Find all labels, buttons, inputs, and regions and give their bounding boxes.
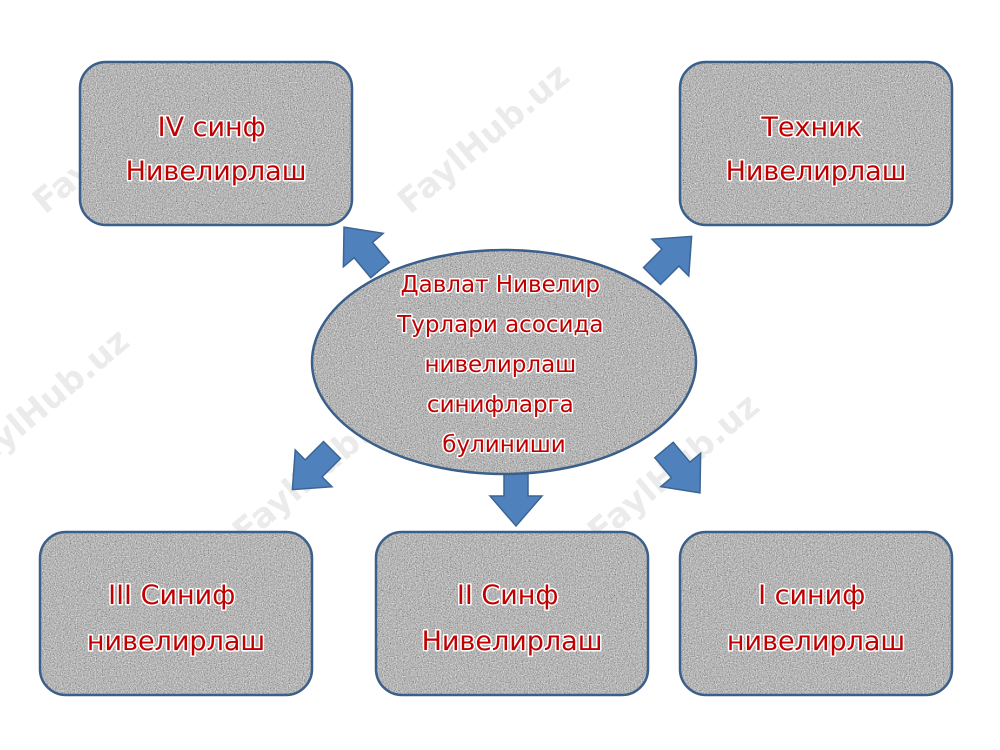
node-class2: II Синф Нивелирлаш: [374, 530, 650, 697]
node-class2-label: II Синф Нивелирлаш: [422, 580, 603, 657]
center-line: нивелирлаш: [424, 352, 576, 378]
node-class3-label: III Синиф нивелирлаш: [87, 580, 265, 657]
center-line: булиниши: [442, 432, 565, 458]
node-line: II Синф: [457, 580, 559, 611]
node-line: Нивелирлаш: [726, 156, 907, 187]
node-line: Нивелирлаш: [126, 156, 307, 187]
node-line: III Синиф: [108, 580, 235, 611]
arrows: [291, 226, 702, 528]
node-line: Нивелирлаш: [422, 626, 603, 657]
center-line: Давлат Нивелир: [401, 272, 600, 298]
node-class4-label: IV синф Нивелирлаш: [126, 112, 307, 187]
center-node-label: Давлат Нивелир Турлари асосида нивелирла…: [396, 272, 611, 458]
center-line: синифларга: [427, 392, 574, 418]
watermark-text: FaylHub.uz: [0, 321, 137, 487]
center-line: Турлари асосида: [396, 312, 603, 338]
arrow-to-class1: [653, 441, 702, 494]
arrow-to-class3: [291, 440, 342, 491]
node-line: IV синф: [158, 112, 266, 143]
node-technical: Техник Нивелирлаш: [678, 60, 954, 227]
node-line: нивелирлаш: [87, 626, 265, 657]
watermark-text: FaylHub.uz: [390, 56, 577, 222]
arrow-to-technical: [642, 235, 693, 286]
node-class1: I синиф нивелирлаш: [678, 530, 954, 697]
center-node: Давлат Нивелир Турлари асосида нивелирла…: [310, 248, 698, 476]
arrow-to-class4: [342, 226, 391, 279]
node-technical-label: Техник Нивелирлаш: [726, 112, 907, 187]
node-class4: IV синф Нивелирлаш: [78, 60, 354, 227]
node-line: нивелирлаш: [727, 626, 905, 657]
node-class1-label: I синиф нивелирлаш: [727, 580, 905, 657]
node-line: I синиф: [758, 580, 865, 611]
node-line: Техник: [760, 112, 862, 143]
arrow-to-class2: [488, 469, 544, 528]
node-class3: III Синиф нивелирлаш: [38, 530, 314, 697]
